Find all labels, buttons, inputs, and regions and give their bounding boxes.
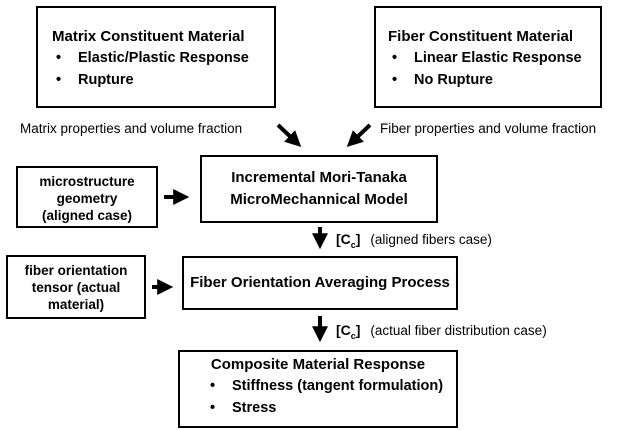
aligned-case-note: (aligned fibers case) [370, 232, 492, 247]
mori-tanaka-model-box: Incremental Mori-Tanaka MicroMechannical… [200, 155, 438, 223]
matrix-constituent-box: Matrix Constituent Material • Elastic/Pla… [36, 6, 276, 108]
stiffness-matrix-aligned-label: [Cc] (aligned fibers case) [336, 231, 492, 250]
cc-subscript: c [350, 330, 356, 341]
microstructure-geometry-box: microstructure geometry (aligned case) [16, 166, 158, 228]
cc-close: ] [355, 231, 361, 247]
matrix-properties-label: Matrix properties and volume fraction [20, 121, 243, 136]
fiber-properties-label: Fiber properties and volume fraction [380, 121, 597, 136]
cc-open: [C [336, 322, 351, 338]
composite-bullet-text: Stiffness (tangent formulation) [232, 378, 444, 394]
mori-tanaka-line: Incremental Mori-Tanaka [231, 169, 407, 186]
orientation-averaging-box: Fiber Orientation Averaging Process [182, 256, 458, 310]
bullet-glyph: • [56, 72, 62, 88]
composite-bullet-item: • Stiffness (tangent formulation) [210, 378, 443, 394]
microstructure-line: geometry [56, 191, 118, 206]
matrix-to-model-arrow [276, 123, 302, 147]
tensor-line: fiber orientation [24, 263, 128, 278]
fiber-bullet-item: • No Rupture [392, 72, 493, 88]
composite-bullet-text: Stress [232, 400, 277, 416]
fiber-bullet-text: No Rupture [414, 72, 493, 88]
matrix-bullet-item: • Rupture [56, 72, 134, 88]
bullet-glyph: • [56, 50, 62, 66]
bullet-glyph: • [210, 378, 216, 394]
averaging-title: Fiber Orientation Averaging Process [190, 274, 450, 291]
cc-close: ] [355, 322, 361, 338]
matrix-box-title: Matrix Constituent Material [52, 28, 245, 45]
actual-case-note: (actual fiber distribution case) [370, 323, 547, 338]
microstructure-line: (aligned case) [41, 208, 133, 223]
composite-title: Composite Material Response [210, 356, 426, 373]
fiber-bullet-text: Linear Elastic Response [414, 50, 582, 66]
mori-tanaka-line: MicroMechannical Model [230, 191, 408, 208]
fiber-orientation-tensor-box: fiber orientation tensor (actual materia… [6, 255, 146, 319]
fiber-bullet-item: • Linear Elastic Response [392, 50, 582, 66]
fiber-constituent-box: Fiber Constituent Material • Linear Elast… [374, 6, 602, 108]
tensor-line: material) [47, 297, 105, 312]
matrix-bullet-text: Elastic/Plastic Response [78, 50, 249, 66]
matrix-bullet-item: • Elastic/Plastic Response [56, 50, 249, 66]
cc-open: [C [336, 231, 351, 247]
bullet-glyph: • [392, 72, 398, 88]
bullet-glyph: • [392, 50, 398, 66]
matrix-bullet-text: Rupture [78, 72, 134, 88]
tensor-line: tensor (actual [31, 280, 121, 295]
microstructure-line: microstructure [39, 174, 135, 189]
stiffness-matrix-actual-label: [Cc] (actual fiber distribution case) [336, 322, 547, 341]
cc-subscript: c [350, 239, 356, 250]
fiber-to-model-arrow [346, 123, 372, 147]
composite-response-box: Composite Material Response • Stiffness (… [178, 350, 458, 428]
composite-bullet-item: • Stress [210, 400, 276, 416]
bullet-glyph: • [210, 400, 216, 416]
fiber-box-title: Fiber Constituent Material [388, 28, 574, 45]
